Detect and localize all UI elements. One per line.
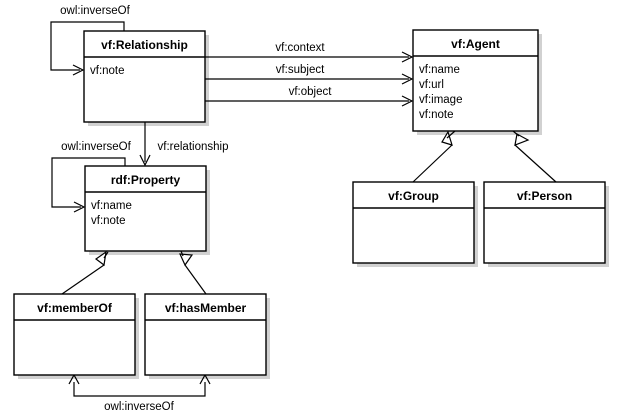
- class-box-group[interactable]: vf:Group: [352, 181, 475, 264]
- class-box-agent[interactable]: vf:Agent vf:name vf:url vf:image vf:note: [412, 29, 539, 132]
- class-box-outline: [483, 181, 606, 264]
- generalization-line: [184, 264, 207, 295]
- class-title-person: vf:Person: [517, 189, 572, 203]
- class-box-outline: [352, 181, 475, 264]
- edge-label-context: vf:context: [275, 42, 325, 54]
- open-arrowhead: [139, 154, 151, 167]
- generalization-arrowhead: [179, 253, 194, 267]
- association-inverseof-property[interactable]: owl:inverseOf: [51, 141, 132, 213]
- generalization-arrowhead: [514, 133, 530, 146]
- class-box-relationship[interactable]: vf:Relationship vf:note: [83, 30, 206, 123]
- class-box-outline: [144, 293, 267, 376]
- class-title-memberof: vf:memberOf: [37, 301, 113, 315]
- association-object[interactable]: vf:object: [205, 86, 414, 107]
- class-attribute: vf:note: [419, 109, 454, 121]
- class-box-outline: [13, 293, 136, 376]
- open-arrowhead: [401, 51, 414, 63]
- class-box-outline: [83, 30, 206, 123]
- generalization-stem: [446, 130, 456, 139]
- open-arrowhead: [401, 95, 414, 107]
- class-title-property: rdf:Property: [111, 173, 181, 187]
- class-attribute: vf:url: [419, 79, 444, 91]
- class-attribute: vf:image: [419, 94, 462, 106]
- edge-label-subject: vf:subject: [276, 64, 325, 76]
- connector-line: [51, 157, 126, 208]
- class-attribute: vf:name: [419, 64, 460, 76]
- edge-label-inverseof-property: owl:inverseOf: [61, 141, 131, 153]
- association-inverseof-relationship[interactable]: owl:inverseOf: [50, 5, 131, 76]
- class-attribute: vf:note: [90, 65, 125, 77]
- open-arrowhead: [72, 64, 85, 76]
- generalization-arrowhead: [94, 250, 107, 267]
- edge-label-inverseof-members: owl:inverseOf: [104, 401, 174, 413]
- generalization-memberof-property[interactable]: [61, 250, 109, 295]
- generalization-group-agent[interactable]: [412, 130, 456, 183]
- open-arrowhead: [401, 73, 414, 85]
- class-title-hasmember: vf:hasMember: [165, 301, 247, 315]
- class-box-person[interactable]: vf:Person: [483, 181, 606, 264]
- association-subject[interactable]: vf:subject: [205, 64, 414, 85]
- class-attribute: vf:name: [91, 200, 132, 212]
- generalization-line: [61, 264, 105, 295]
- class-title-group: vf:Group: [388, 189, 439, 203]
- generalization-line: [514, 144, 557, 183]
- generalization-hasmember-property[interactable]: [179, 250, 207, 295]
- association-context[interactable]: vf:context: [205, 42, 414, 63]
- association-inverseof-members[interactable]: owl:inverseOf: [68, 373, 211, 413]
- class-box-property[interactable]: rdf:Property vf:name vf:note: [84, 165, 207, 252]
- class-box-memberof[interactable]: vf:memberOf: [13, 293, 136, 376]
- class-attribute: vf:note: [91, 215, 126, 227]
- generalization-stem: [180, 250, 184, 257]
- open-arrowhead: [73, 201, 86, 213]
- class-box-hasmember[interactable]: vf:hasMember: [144, 293, 267, 376]
- association-relationship-prop[interactable]: vf:relationship: [139, 122, 229, 167]
- generalization-stem: [512, 130, 520, 137]
- class-title-agent: vf:Agent: [451, 37, 500, 51]
- class-title-relationship: vf:Relationship: [101, 38, 188, 52]
- connector-line: [73, 382, 206, 397]
- edge-label-relationship-prop: vf:relationship: [158, 141, 229, 153]
- edge-label-object: vf:object: [289, 86, 333, 98]
- edge-label-inverseof-relationship: owl:inverseOf: [60, 5, 130, 17]
- class-box-outline: [84, 165, 207, 252]
- generalization-arrowhead: [441, 130, 453, 146]
- generalization-person-agent[interactable]: [512, 130, 557, 183]
- connector-line: [50, 21, 125, 71]
- generalization-line: [412, 144, 453, 183]
- generalization-stem: [103, 251, 109, 259]
- class-box-outline: [412, 29, 539, 132]
